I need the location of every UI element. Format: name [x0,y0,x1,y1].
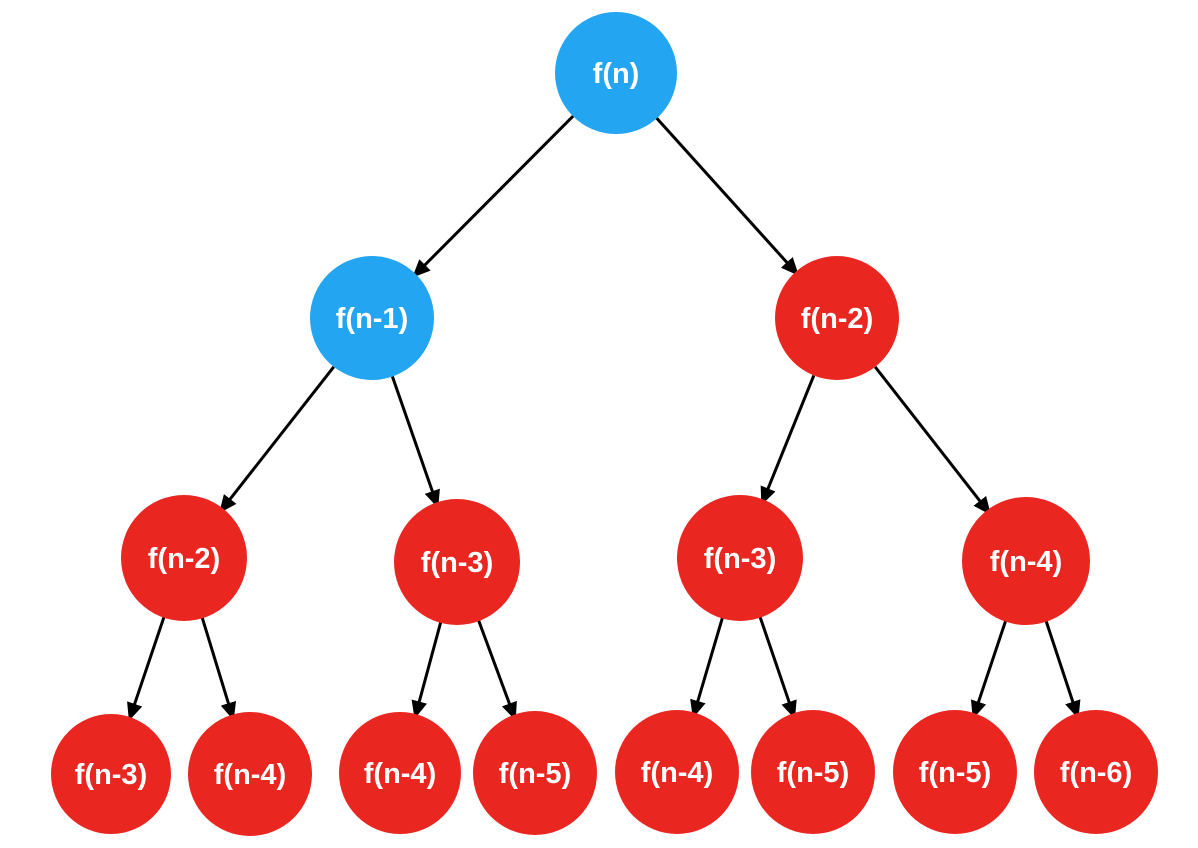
tree-nodes: f(n) f(n-1) f(n-2) f(n-2) f(n-3) f(n-3) [51,12,1158,836]
tree-node-l3-3: f(n-4) [339,712,461,834]
tree-node-l2-4: f(n-4) [962,497,1090,625]
node-label: f(n-2) [148,543,220,575]
edge-root-to-fn2 [655,116,799,276]
tree-node-l2-1: f(n-2) [121,495,247,621]
tree-node-l1-right: f(n-2) [775,256,899,380]
node-circle [751,710,875,834]
tree-node-l3-5: f(n-4) [615,710,739,834]
node-label: f(n-5) [777,757,849,789]
node-circle [473,711,597,835]
node-label: f(n-5) [919,757,991,789]
node-label: f(n-3) [421,547,493,579]
tree-node-l3-4: f(n-5) [473,711,597,835]
edge-l2-1-to-l3-2 [200,616,237,721]
node-circle [51,714,171,834]
node-circle [775,256,899,380]
edge-fn1-to-l2-1 [219,365,335,514]
node-circle [615,710,739,834]
node-circle [188,712,312,836]
tree-node-l1-left: f(n-1) [310,256,434,380]
node-label: f(n-4) [364,758,436,790]
tree-node-l3-6: f(n-5) [751,710,875,834]
tree-node-l3-7: f(n-5) [893,710,1017,834]
node-label: f(n-3) [704,543,776,575]
node-label: f(n-4) [990,546,1062,578]
tree-node-l3-8: f(n-6) [1034,710,1158,834]
node-circle [677,495,803,621]
tree-node-l2-2: f(n-3) [394,499,520,625]
edge-l2-4-to-l3-8 [1043,618,1081,719]
edge-fn1-to-l2-2 [390,376,440,509]
node-label: f(n-6) [1060,757,1132,789]
node-circle [893,710,1017,834]
node-circle [1034,710,1158,834]
edge-l2-4-to-l3-7 [970,618,1008,719]
node-label: f(n-5) [499,758,571,790]
tree-node-l3-2: f(n-4) [188,712,312,836]
edge-fn2-to-l2-3 [760,374,816,506]
node-label: f(n-4) [641,757,713,789]
edge-l2-3-to-l3-5 [690,617,724,719]
node-label: f(n-4) [214,759,286,791]
node-circle [121,495,247,621]
node-label: f(n-3) [75,759,147,791]
node-circle [310,256,434,380]
node-circle [394,499,520,625]
edge-fn2-to-l2-4 [874,365,991,516]
node-circle [339,712,461,834]
node-label: f(n-2) [801,303,873,335]
tree-node-l2-3: f(n-3) [677,495,803,621]
node-circle [962,497,1090,625]
edge-l2-2-to-l3-4 [477,619,517,721]
tree-edges [127,114,1081,721]
edge-root-to-fn1 [412,114,575,278]
node-circle [555,12,677,134]
tree-node-root: f(n) [555,12,677,134]
node-label: f(n-1) [336,303,408,335]
tree-node-l3-1: f(n-3) [51,714,171,834]
edge-l2-1-to-l3-1 [127,616,166,721]
edge-l2-3-to-l3-6 [758,616,797,720]
edge-l2-2-to-l3-3 [411,621,443,719]
node-label: f(n) [593,58,640,90]
